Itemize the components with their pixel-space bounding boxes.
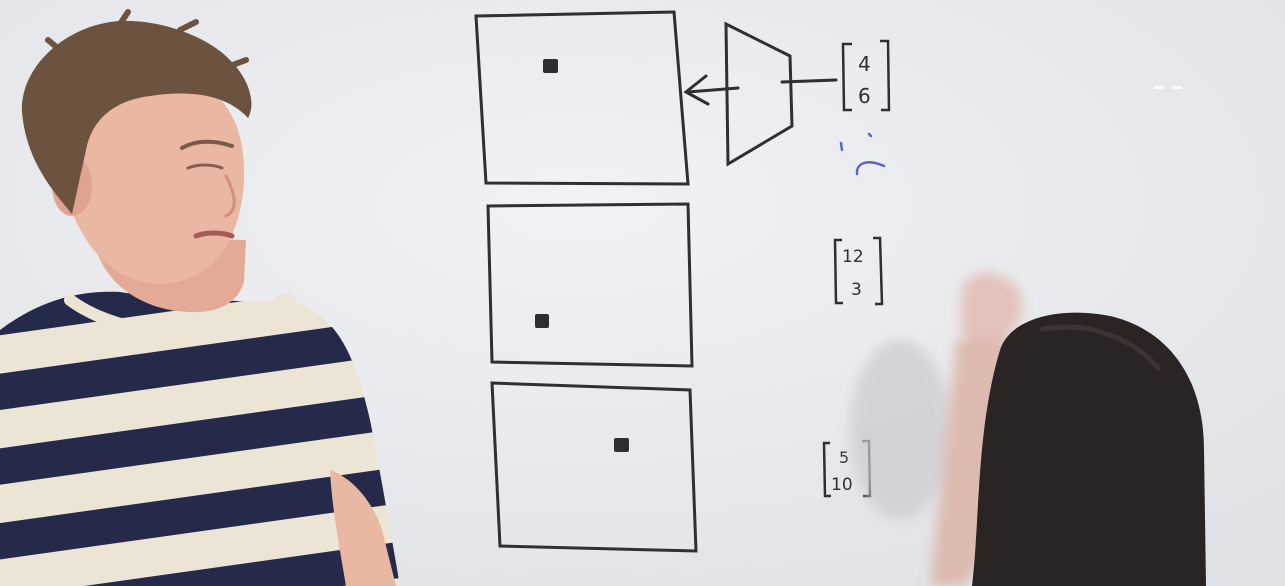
vector-3-bracket-left xyxy=(822,441,831,498)
man-nose xyxy=(224,174,236,218)
frame-2 xyxy=(486,202,694,368)
vector-2-top: 12 xyxy=(842,247,864,267)
man-hair xyxy=(21,20,252,215)
input-line xyxy=(780,78,838,84)
man-face xyxy=(57,73,245,284)
vector-3-top: 5 xyxy=(839,448,849,467)
man-collar xyxy=(64,294,296,339)
woman-hair xyxy=(972,312,1206,586)
arrow-shaft xyxy=(686,86,740,94)
woman-hand xyxy=(961,273,1023,352)
man-shirt xyxy=(0,291,400,586)
vector-2-bottom: 3 xyxy=(851,280,862,300)
arm-shadow xyxy=(850,340,950,520)
vector-3-bottom: 10 xyxy=(831,475,853,495)
vector-2-bracket-right xyxy=(873,236,884,306)
man-arm xyxy=(330,470,396,586)
drawn-frames xyxy=(474,10,698,553)
blue-scribble xyxy=(839,132,886,176)
frame-1 xyxy=(474,10,690,186)
decoder-diagram xyxy=(683,21,838,167)
vector-1-bottom: 6 xyxy=(858,84,871,108)
decoder-trapezoid xyxy=(724,21,794,167)
vector-1: 4 6 xyxy=(841,39,891,112)
vector-2: 12 3 xyxy=(833,236,884,306)
man-hair-strands xyxy=(45,9,249,69)
dot-frame-1 xyxy=(543,59,558,73)
glare-marks xyxy=(1154,86,1182,89)
man-mouth xyxy=(193,230,235,239)
woman-presenter xyxy=(850,273,1206,586)
woman-hair-highlight xyxy=(1039,324,1162,372)
vector-2-bracket-left xyxy=(833,238,843,305)
man-eye xyxy=(186,163,224,170)
dot-frame-3 xyxy=(614,438,629,452)
vector-1-bracket-left xyxy=(841,42,852,112)
frame-dots xyxy=(535,59,629,452)
frame-3 xyxy=(490,381,698,553)
arrow-head xyxy=(683,74,710,106)
vector-1-bracket-right xyxy=(880,39,891,112)
man-presenter xyxy=(0,9,400,586)
vector-1-top: 4 xyxy=(858,52,871,76)
dot-frame-2 xyxy=(535,314,549,328)
man-brow xyxy=(180,139,234,150)
